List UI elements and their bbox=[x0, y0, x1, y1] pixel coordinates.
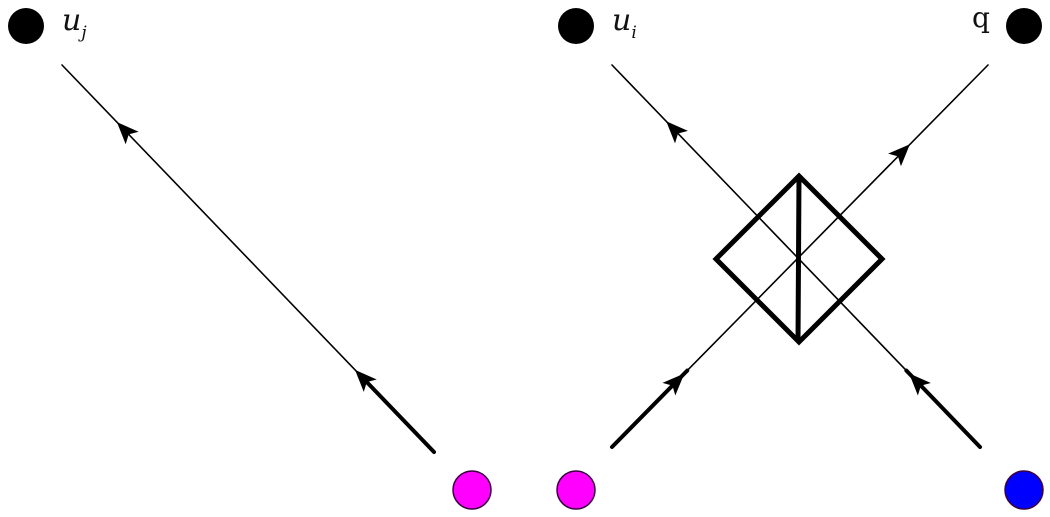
arrowhead-icon bbox=[116, 122, 139, 145]
edges-group bbox=[61, 64, 989, 454]
arrowhead-icon bbox=[909, 373, 931, 396]
node-u-j bbox=[8, 8, 44, 44]
node-src-right bbox=[1004, 470, 1044, 510]
node-src-mid bbox=[556, 470, 596, 510]
node-src-left bbox=[452, 470, 492, 510]
node-q bbox=[1006, 8, 1042, 44]
label-u-i-sub: i bbox=[631, 23, 637, 43]
path-left bbox=[61, 64, 436, 454]
interaction-diamond bbox=[712, 172, 886, 346]
label-q: q bbox=[972, 4, 990, 32]
label-u-i-main: u bbox=[612, 3, 632, 38]
label-u-j-main: u bbox=[62, 3, 82, 38]
arrowhead-icon bbox=[355, 369, 377, 392]
label-u-j-sub: j bbox=[81, 23, 87, 43]
label-q-main: q bbox=[972, 1, 990, 34]
label-u-j: uj bbox=[62, 6, 87, 42]
arrowhead-icon bbox=[666, 121, 688, 144]
arrowhead-icon bbox=[662, 373, 685, 396]
arrowhead-icon bbox=[888, 144, 910, 167]
path-ui bbox=[611, 64, 982, 449]
node-u-i bbox=[558, 8, 594, 44]
interaction-vertex-group bbox=[712, 172, 886, 346]
nodes-group bbox=[8, 8, 1044, 510]
label-u-i: ui bbox=[612, 6, 637, 42]
